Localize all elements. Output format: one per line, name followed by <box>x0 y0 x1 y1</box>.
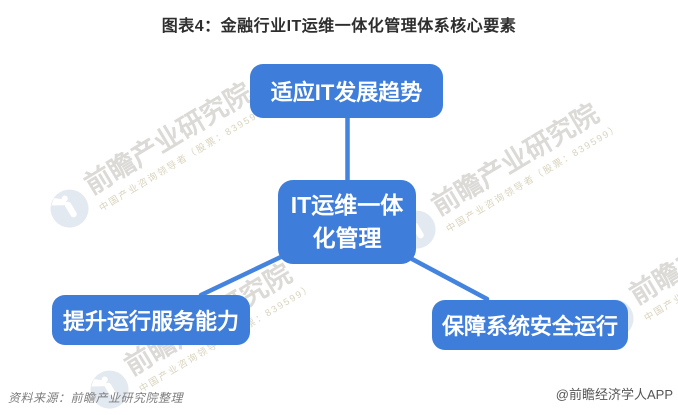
figure-title: 图表4：金融行业IT运维一体化管理体系核心要素 <box>161 18 517 35</box>
edge-center-bottom-right <box>409 256 490 302</box>
edge-center-bottom-left <box>198 253 286 298</box>
node-ensure-system-safety: 保障系统安全运行 <box>432 300 628 350</box>
source-note: 资料来源：前瞻产业研究院整理 <box>8 391 184 405</box>
node-label: 适应IT发展趋势 <box>270 80 423 105</box>
app-credit: @前瞻经济学人APP <box>555 387 673 402</box>
node-label: 提升运行服务能力 <box>62 309 239 334</box>
node-improve-service-capability: 提升运行服务能力 <box>52 295 250 345</box>
node-label-line2: 化管理 <box>312 225 382 251</box>
node-it-ops-integrated-management: IT运维一体 化管理 <box>278 180 416 264</box>
node-label: 保障系统安全运行 <box>441 314 618 339</box>
node-label-line1: IT运维一体 <box>290 191 404 218</box>
node-adapt-it-trends: 适应IT发展趋势 <box>250 64 443 118</box>
